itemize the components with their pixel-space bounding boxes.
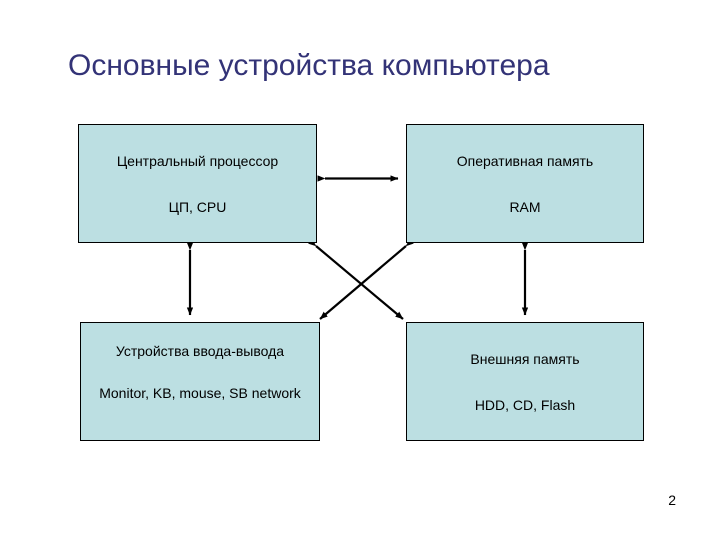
box-ext-title: Внешняя память — [470, 351, 580, 367]
page-number: 2 — [668, 492, 676, 508]
page-title: Основные устройства компьютера — [68, 49, 550, 82]
box-central-processor[interactable]: Центральный процессор ЦП, CPU — [78, 124, 317, 243]
connector-ram-io — [319, 238, 414, 320]
box-ram-subtitle: RAM — [509, 199, 541, 215]
box-ram[interactable]: Оперативная память RAM — [406, 124, 644, 243]
box-ram-title: Оперативная память — [456, 153, 594, 169]
box-io-title: Устройства ввода-вывода — [115, 343, 285, 359]
box-cpu-subtitle: ЦП, CPU — [168, 199, 227, 215]
connector-cpu-ext — [308, 238, 404, 320]
box-io-devices[interactable]: Устройства ввода-вывода Monitor, KB, mou… — [80, 322, 320, 441]
box-ext-subtitle: HDD, CD, Flash — [474, 397, 576, 413]
box-external-memory[interactable]: Внешняя память HDD, CD, Flash — [406, 322, 644, 441]
box-io-subtitle: Monitor, KB, mouse, SB network — [99, 385, 301, 401]
box-cpu-title: Центральный процессор — [116, 153, 279, 169]
